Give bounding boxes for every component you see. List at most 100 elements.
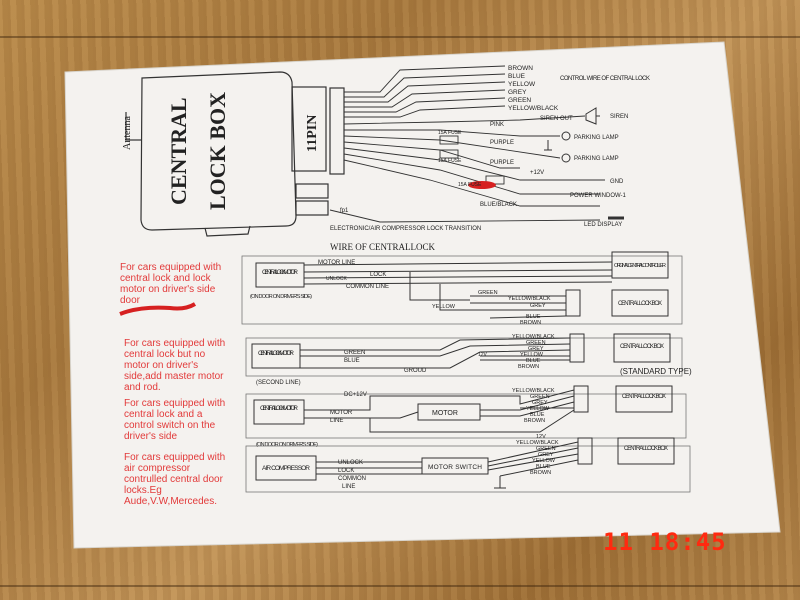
plus-12v-label: +12V — [530, 170, 544, 176]
section-4-wire-brown: BROWN — [530, 470, 551, 476]
section-1-wiring — [241, 251, 683, 325]
section-4-wire-grey: GREY — [538, 452, 554, 458]
section-1-line-unlock: UNLOCK — [326, 276, 348, 282]
section-2-wire-yellow-black: YELLOW/BLACK — [512, 334, 555, 340]
section-2-line-green: GREEN — [344, 350, 365, 356]
lock-box-outline — [140, 71, 297, 231]
wire-color-green: GREEN — [508, 97, 531, 104]
plank-seam — [0, 36, 800, 38]
fuse-label-3: 15A FUSE — [458, 182, 482, 188]
section-1-wire-grey: GREY — [530, 303, 546, 309]
siren-out-label: SIREN OUT — [540, 116, 573, 122]
wire-color-yellow: YELLOW — [508, 81, 536, 88]
section-3-wire-yellow-black: YELLOW/BLACK — [512, 388, 555, 394]
section-1-lock-box: CENTRAL LOCK BOX — [618, 301, 662, 307]
red-underline — [119, 302, 197, 316]
section-3-wire-blue: BLUE — [530, 412, 545, 418]
section-4-wire-12v: 12V — [536, 434, 546, 440]
fuse-label-2: 15A FUSE — [438, 158, 462, 164]
section-4-wire-yellow: YELLOW — [532, 458, 556, 464]
section-2-device-caption: (SECOND LINE) — [256, 380, 301, 386]
lock-box-title-2: LOCK BOX — [205, 92, 230, 210]
section-4-wire-green: GREEN — [536, 446, 556, 452]
section-2-lock-box: CENTRAL LOCK BOX — [620, 344, 664, 350]
pin-connector — [291, 86, 327, 172]
fp1-label: fp1 — [340, 208, 349, 214]
section-3-wiring — [245, 385, 687, 439]
section-3-note: For cars equipped with central lock and … — [124, 398, 226, 442]
lock-box-title-1: CENTRAL — [166, 97, 191, 205]
wire-color-brown: BROWN — [508, 65, 533, 72]
section-2-line-ground: GROUD — [404, 368, 427, 374]
section-2-wire-blue: BLUE — [526, 358, 541, 364]
section-2-device: CENTRAL LOCK MOTOR — [258, 350, 294, 357]
section-1-device-caption: (ON DOOR ON DRIVER'S SIDE) — [250, 294, 312, 300]
section-2-note: For cars equipped with central lock but … — [124, 338, 226, 393]
section-1-wire-blue: BLUE — [526, 314, 541, 320]
section-4-line-line: LINE — [342, 484, 355, 490]
section-3-motor-box: MOTOR — [432, 410, 458, 417]
electronic-transition-label: ELECTRONIC/AIR COMPRESSOR LOCK TRANSITIO… — [330, 226, 481, 232]
section-1-wire-yellow: YELLOW — [432, 304, 456, 310]
fuse-label-1: 15A FUSE — [438, 130, 462, 136]
section-2-wire-green: GREEN — [526, 340, 546, 346]
section-1-wire-brown: BROWN — [520, 320, 541, 326]
section-4-wire-yellow-black: YELLOW/BLACK — [516, 440, 559, 446]
blue-black-label: BLUE/BLACK — [480, 202, 517, 208]
section-1-wire-yellow-black: YELLOW/BLACK — [508, 296, 551, 302]
section-3-wire-brown: BROWN — [524, 418, 545, 424]
section-2-wiring — [245, 333, 683, 377]
section-3-device: CENTRAL LOCK MOTOR — [260, 405, 298, 412]
section-3-line-dc12v: DC+12V — [344, 392, 367, 398]
plank-seam — [0, 585, 800, 587]
siren-symbol — [544, 107, 624, 220]
section-3-lock-box: CENTRAL LOCK BOX — [622, 394, 666, 400]
control-wire-title: CONTROL WIRE OF CENTRAL LOCK — [560, 76, 650, 82]
section-4-device: AIR COMPRESSOR — [262, 465, 310, 472]
section-2-wire-grey: GREY — [528, 346, 544, 352]
power-window-label: POWER WINDOW-1 — [570, 193, 627, 199]
parking-lamp-label-1: PARKING LAMP — [574, 135, 619, 141]
section-4-wiring — [245, 437, 691, 493]
gnd-label: GND — [610, 179, 624, 185]
parking-lamp-label-2: PARKING LAMP — [574, 156, 619, 162]
pin-label: 11PIN — [305, 115, 320, 152]
section-1-device: CENTRAL LOCK MOTOR — [262, 269, 298, 276]
wire-section-title: WIRE OF CENTRALLOCK — [330, 242, 435, 252]
section-2-line-blue: BLUE — [344, 358, 360, 364]
camera-date-stamp: 11 18:45 — [603, 528, 727, 556]
section-4-line-unlock: UNLOCK — [338, 460, 363, 466]
pink-label: PINK — [490, 122, 504, 128]
section-3-device-caption: (ON DOOR ON DRIVER'S SIDE) — [256, 442, 318, 448]
paper-sheet — [64, 41, 781, 549]
wire-color-blue: BLUE — [508, 73, 526, 80]
red-mark — [468, 181, 496, 189]
section-2-12v: 12V — [478, 352, 488, 358]
siren-label: SIREN — [610, 114, 628, 120]
section-4-motor-switch: MOTOR SWITCH — [428, 464, 482, 471]
section-1-line-common: COMMON LINE — [346, 284, 389, 290]
section-1-line-lock: LOCK — [370, 272, 386, 278]
section-3-line-line: LINE — [330, 418, 343, 424]
section-2-wire-yellow: YELLOW — [520, 352, 544, 358]
section-4-wire-blue: BLUE — [536, 464, 551, 470]
section-3-wire-green: GREEN — [530, 394, 550, 400]
lock-box-tab — [204, 225, 251, 237]
standard-type-label: (STANDARD TYPE) — [620, 367, 692, 376]
section-4-note: For cars equipped with air compressor co… — [124, 452, 226, 507]
section-4-line-lock: LOCK — [338, 468, 354, 474]
wire-color-grey: GREY — [508, 89, 527, 96]
purple-label-2: PURPLE — [490, 160, 514, 166]
section-3-wire-grey: GREY — [532, 400, 548, 406]
section-3-wire-yellow: YELLOW — [526, 406, 550, 412]
section-4-lock-box: CENTRAL LOCK BOX — [624, 446, 668, 452]
antenna-label: Antenna — [122, 116, 133, 150]
purple-label-1: PURPLE — [490, 140, 514, 146]
section-1-note: For cars equipped with central lock and … — [120, 262, 222, 306]
wire-color-yellow-black: YELLOW/BLACK — [508, 105, 559, 112]
section-1-right-box: ORIGINAL CENTRAL CONTROLLER — [614, 263, 666, 269]
fuses — [439, 135, 505, 185]
control-wire-bus — [329, 65, 605, 223]
led-display-label: LED DISPLAY — [584, 222, 622, 228]
